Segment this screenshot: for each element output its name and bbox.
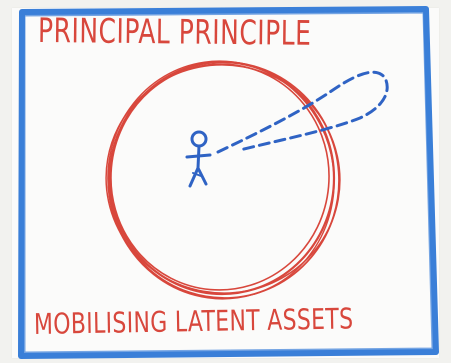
blue-border bbox=[18, 6, 439, 359]
diagram-caption: MOBILISING LATENT ASSETS bbox=[33, 303, 354, 342]
red-circle bbox=[105, 60, 341, 300]
flipchart-paper bbox=[12, 8, 439, 358]
diagram-title: PRINCIPAL PRINCIPLE bbox=[37, 10, 312, 53]
stick-figure-icon bbox=[185, 130, 212, 188]
dashed-loop-arrow-icon bbox=[216, 70, 389, 154]
